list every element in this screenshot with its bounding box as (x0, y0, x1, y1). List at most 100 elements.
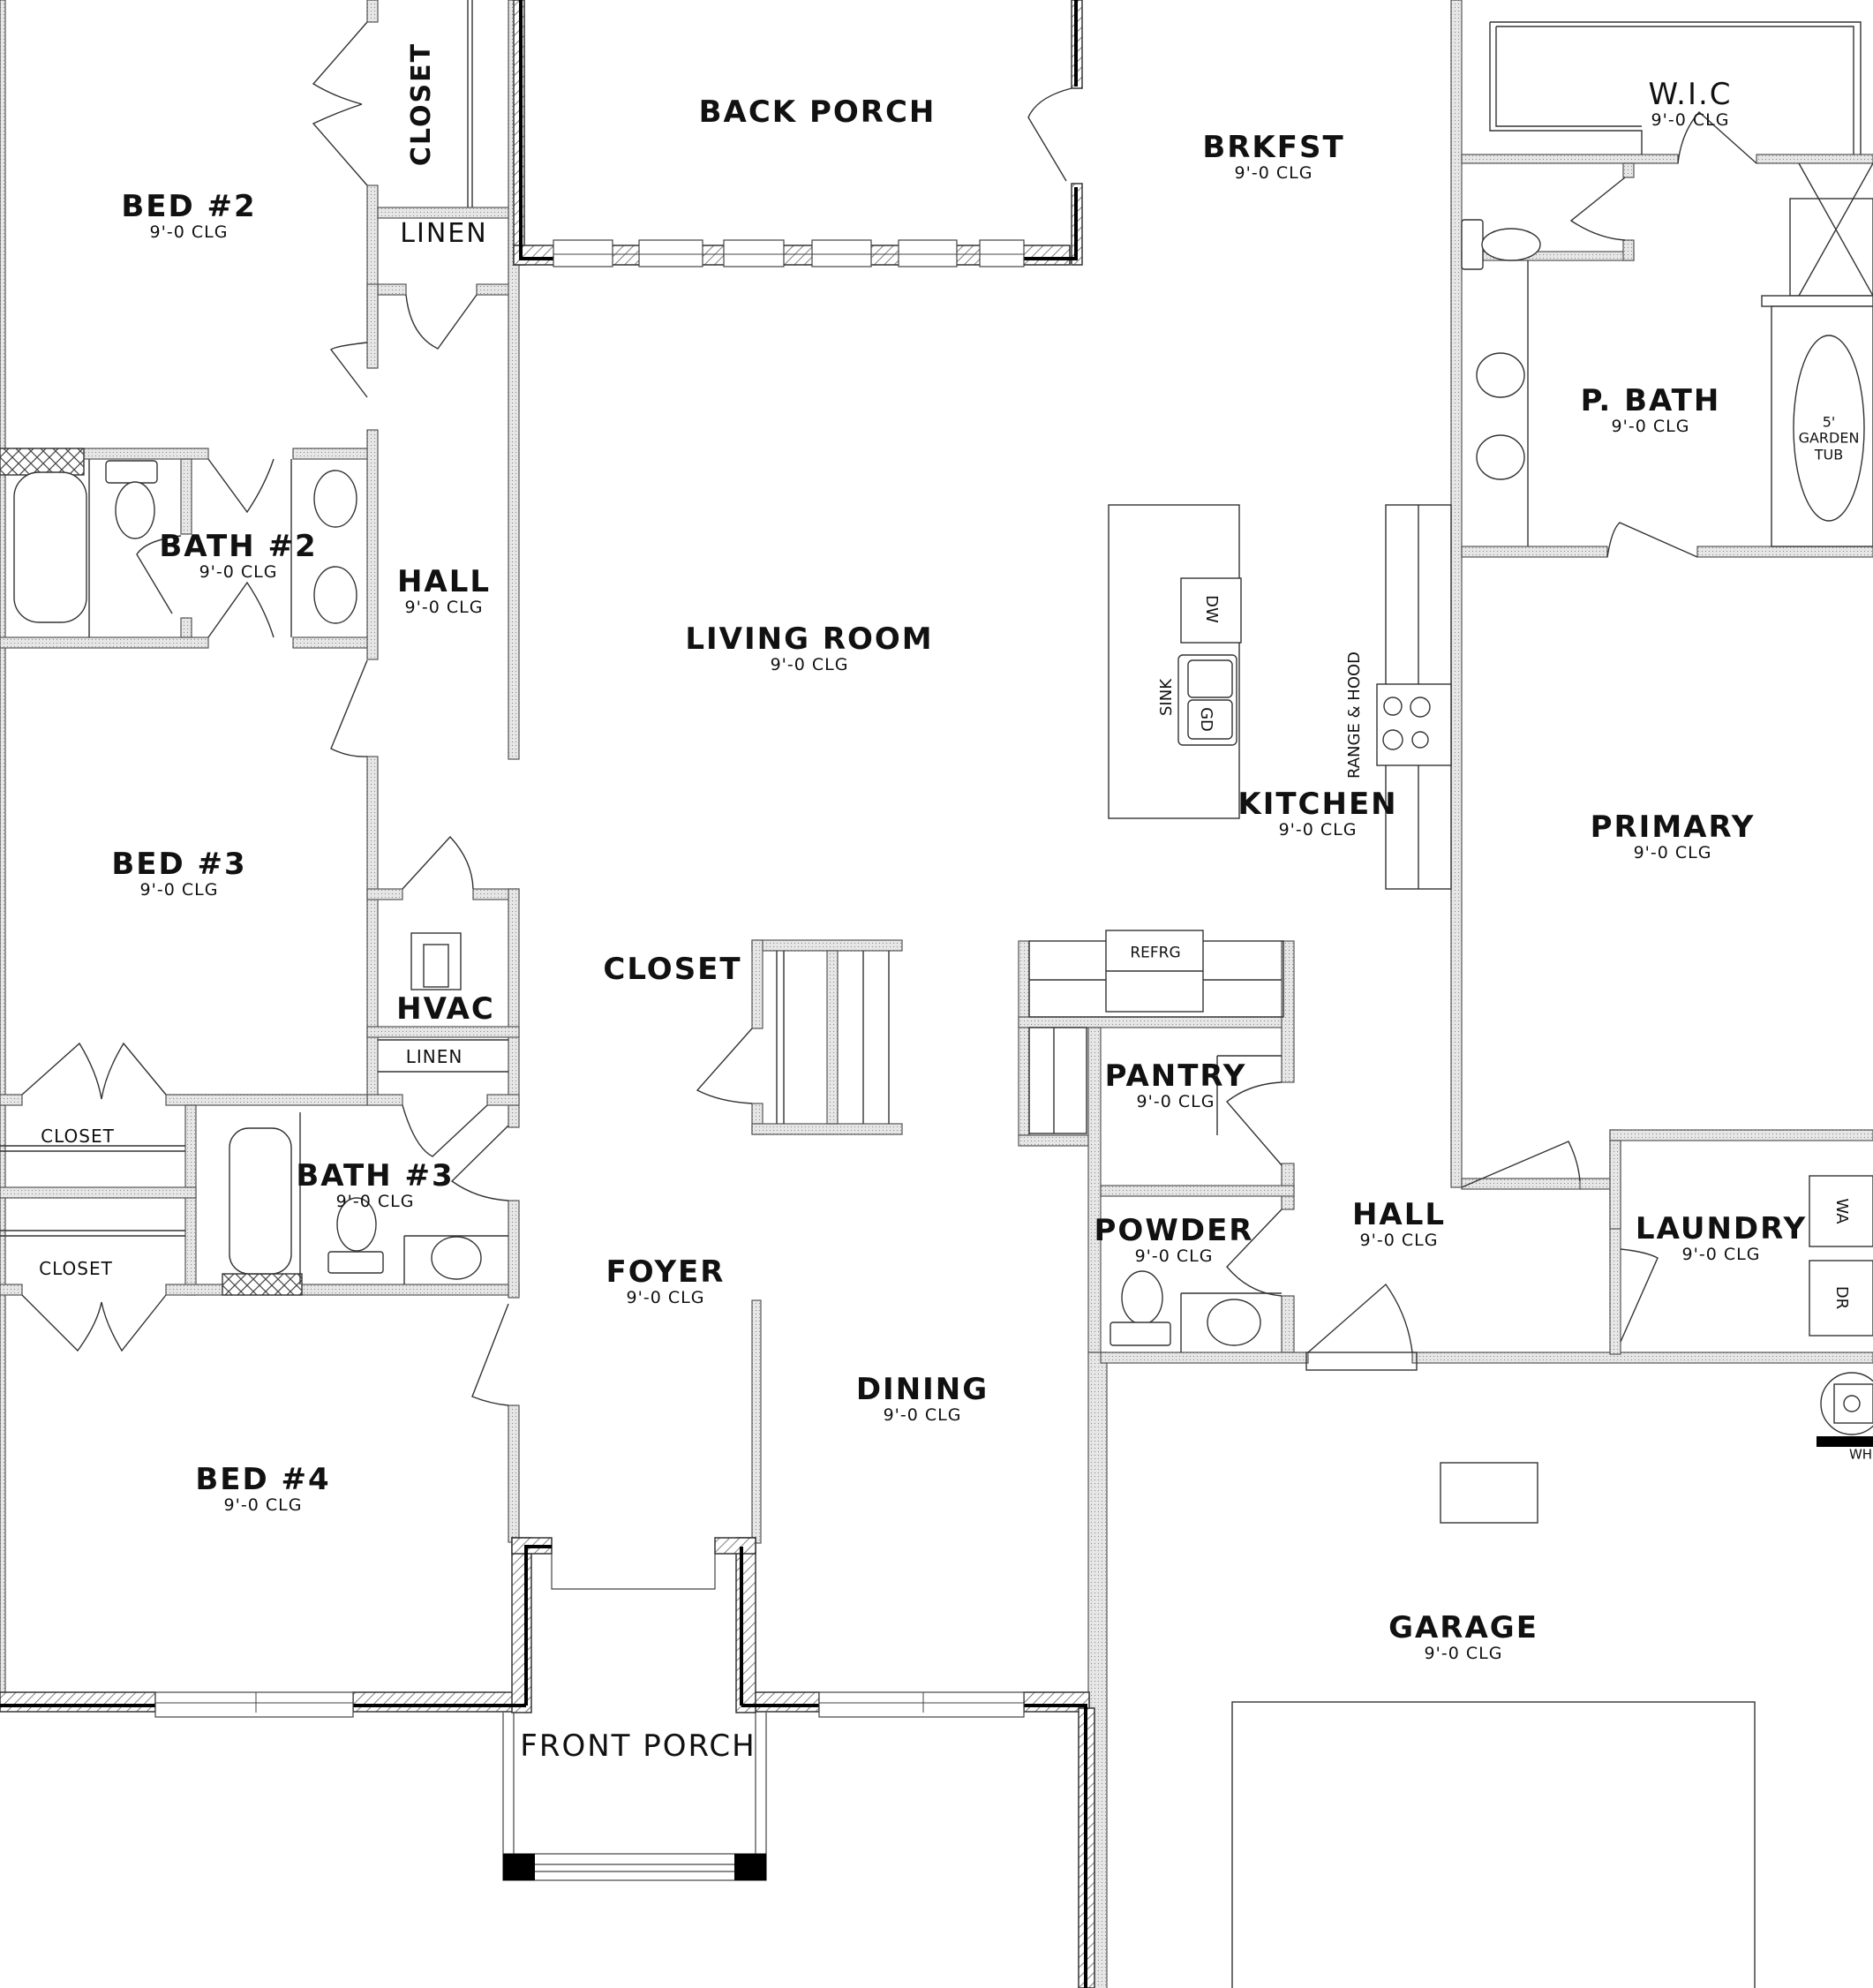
wall-front (0, 1691, 156, 1713)
window (818, 1691, 1025, 1718)
range-hood-label: RANGE & HOOD (1345, 651, 1364, 779)
room-label-linen-mid: LINEN (405, 1046, 463, 1067)
room-label-powder: POWDER 9'-0 CLG (1094, 1213, 1254, 1266)
wall (826, 950, 839, 1125)
wall (486, 1094, 520, 1106)
room-label-pantry: PANTRY 9'-0 CLG (1104, 1058, 1247, 1111)
wall (0, 1284, 23, 1296)
window (979, 239, 1025, 267)
window (638, 239, 703, 267)
wall (1461, 154, 1679, 164)
wall (1450, 0, 1463, 1188)
wall (1018, 940, 1030, 1136)
wall (1281, 940, 1295, 1083)
room-label-closet-bed4: CLOSET (39, 1258, 113, 1279)
wall (751, 1123, 903, 1135)
wall (0, 636, 209, 649)
wall (366, 756, 379, 1102)
wall-exterior-left (0, 0, 6, 1705)
wall (508, 1200, 520, 1299)
dryer-label: DR (1832, 1285, 1851, 1310)
wall (751, 1299, 762, 1544)
room-label-back-porch: BACK PORCH (698, 94, 936, 130)
porch-column-right (734, 1854, 766, 1880)
wall (184, 1104, 197, 1296)
window (553, 239, 613, 267)
room-label-bath3: BATH #3 9'-0 CLG (296, 1158, 455, 1211)
room-label-kitchen: KITCHEN 9'-0 CLG (1237, 787, 1398, 840)
wall (1018, 1016, 1293, 1028)
room-label-laundry: LAUNDRY 9'-0 CLG (1635, 1211, 1808, 1264)
refrigerator-label: REFRG (1130, 944, 1181, 962)
wall (180, 617, 192, 638)
disposal-label: GD (1197, 707, 1215, 732)
wall (0, 1094, 23, 1106)
water-heater-label: WH (1848, 1446, 1873, 1463)
room-label-p-bath: P. BATH 9'-0 CLG (1580, 383, 1721, 436)
room-label-closet-bed3: CLOSET (41, 1126, 115, 1147)
wall (165, 1284, 520, 1296)
room-label-brkfst: BRKFST 9'-0 CLG (1202, 130, 1345, 183)
room-label-primary: PRIMARY 9'-0 CLG (1590, 810, 1756, 862)
washer-label: WA (1832, 1198, 1851, 1224)
wall (1461, 546, 1608, 558)
wall (165, 1094, 368, 1106)
window (898, 239, 958, 267)
room-label-bath2: BATH #2 9'-0 CLG (159, 529, 318, 582)
wall (366, 0, 379, 23)
wall (1579, 1178, 1612, 1190)
wall (1622, 162, 1635, 178)
wall (1100, 1352, 1309, 1364)
wall (180, 458, 192, 535)
room-label-linen: LINEN (400, 218, 488, 249)
wall (292, 448, 370, 460)
room-label-wic: W.I.C 9'-0 CLG (1648, 77, 1733, 130)
wall-foyer-right (735, 1537, 756, 1713)
wall (1018, 1134, 1094, 1147)
wall (1100, 1185, 1295, 1197)
wall (751, 939, 763, 1029)
wall (508, 888, 520, 1128)
wall (508, 1404, 520, 1543)
wall (366, 1026, 520, 1038)
room-label-closet-bed2: CLOSET (406, 41, 437, 167)
wall (366, 888, 403, 900)
wall (377, 207, 515, 219)
garden-tub-label: 5' GARDEN TUB (1798, 413, 1860, 463)
room-label-hall-right: HALL 9'-0 CLG (1351, 1197, 1447, 1250)
wall (366, 429, 379, 660)
room-label-front-porch: FRONT PORCH (520, 1728, 756, 1764)
wall (1609, 1140, 1621, 1230)
wall (1756, 154, 1873, 164)
wall (1281, 1295, 1295, 1353)
wall-foyer-top (714, 1537, 756, 1555)
water-heater-base (1817, 1436, 1873, 1447)
room-label-foyer: FOYER 9'-0 CLG (606, 1254, 726, 1307)
window (723, 239, 785, 267)
wall (1696, 546, 1873, 558)
room-label-hvac: HVAC (396, 991, 495, 1027)
room-label-hall-left: HALL 9'-0 CLG (396, 564, 492, 617)
wall (366, 1094, 403, 1106)
wall (366, 283, 379, 369)
wall-front (352, 1691, 530, 1713)
room-label-living-room: LIVING ROOM 9'-0 CLG (685, 621, 934, 674)
wall (377, 283, 407, 296)
room-label-closet-center: CLOSET (603, 952, 742, 987)
room-label-bed2: BED #2 9'-0 CLG (121, 189, 257, 242)
window (154, 1691, 354, 1718)
front-porch-outline (502, 1713, 767, 1880)
window (811, 239, 872, 267)
wall-foyer-left (511, 1537, 532, 1713)
wall (751, 939, 903, 952)
wall (1622, 239, 1635, 261)
room-label-garage: GARAGE 9'-0 CLG (1388, 1610, 1538, 1663)
porch-column-left (503, 1854, 535, 1880)
wall (1087, 1027, 1102, 1353)
wall (292, 636, 370, 649)
wall (1411, 1352, 1873, 1364)
dishwasher-label: DW (1202, 595, 1221, 623)
wall (0, 1186, 197, 1199)
wall (1609, 1129, 1873, 1141)
